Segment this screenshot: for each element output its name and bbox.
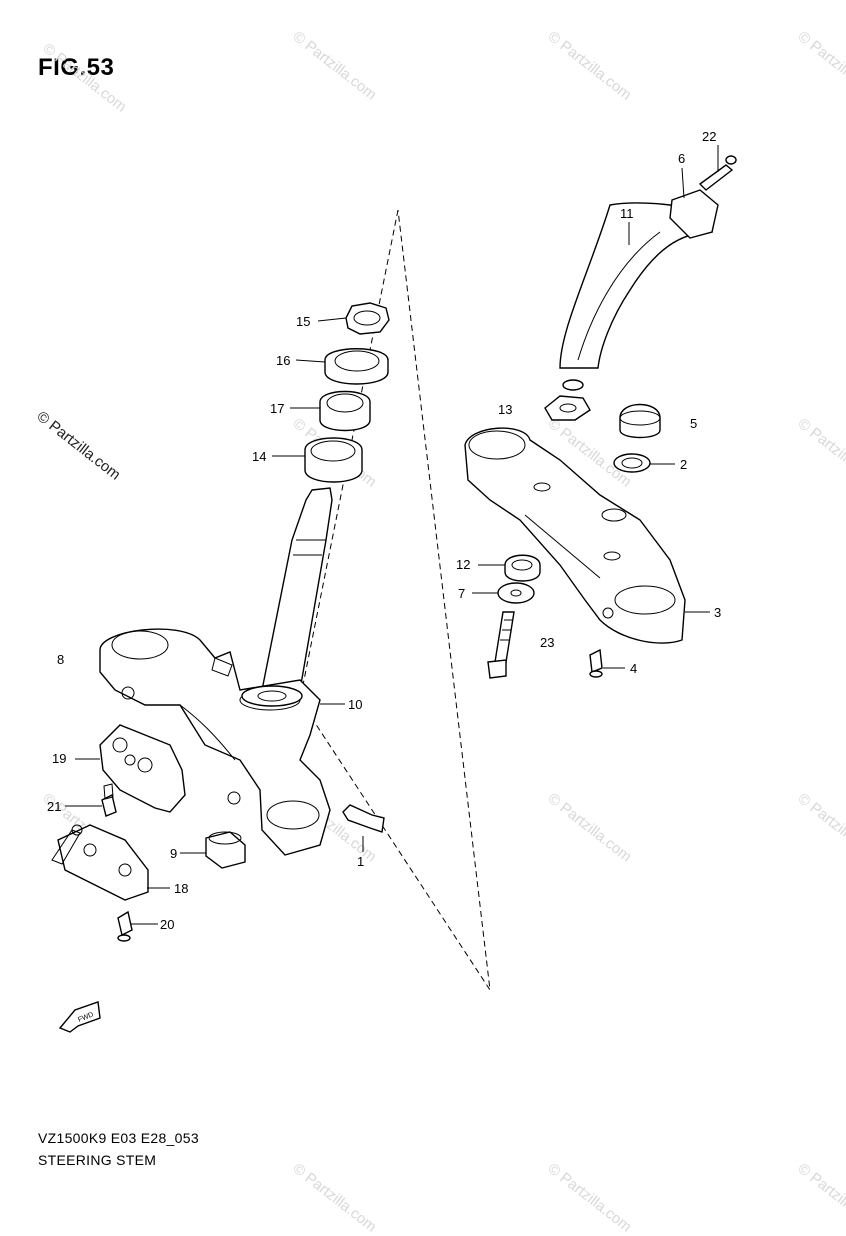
callout-17: 17	[270, 401, 284, 416]
part-22-screw	[698, 155, 737, 191]
part-washer-small	[562, 379, 584, 391]
callout-23: 23	[540, 635, 554, 650]
callout-9: 9	[170, 846, 177, 861]
callout-3: 3	[714, 605, 721, 620]
part-1-bolt	[342, 804, 385, 833]
part-7-washer	[497, 582, 535, 604]
part-5-cap	[619, 403, 661, 439]
part-21-bolt	[101, 783, 117, 817]
part-16-dust-seal	[324, 348, 389, 385]
part-13-lock-washer	[544, 395, 591, 421]
callout-16: 16	[276, 353, 290, 368]
part-20-bolt	[117, 910, 133, 942]
part-17-bearing-upper	[319, 390, 371, 432]
assembly-guide-line	[299, 209, 491, 991]
callout-19: 19	[52, 751, 66, 766]
callout-8: 8	[57, 652, 64, 667]
part-14-bearing-lower	[304, 437, 363, 483]
callout-21: 21	[47, 799, 61, 814]
callout-4: 4	[630, 661, 637, 676]
part-6-cover-clamp	[669, 189, 719, 239]
callout-2: 2	[680, 457, 687, 472]
part-3-upper-bracket	[464, 427, 686, 644]
part-15-stem-nut	[345, 302, 390, 335]
callout-11: 11	[620, 206, 634, 221]
part-10-washer	[241, 685, 303, 707]
part-19-handlebar-holder-lower	[99, 724, 186, 813]
figure-title: FIG.53	[38, 54, 115, 81]
callout-20: 20	[160, 917, 174, 932]
callout-1: 1	[357, 854, 364, 869]
part-18-cable-guide	[51, 824, 149, 901]
callout-13: 13	[498, 402, 512, 417]
model-code: VZ1500K9 E03 E28_053	[38, 1130, 199, 1146]
callout-6: 6	[678, 151, 685, 166]
part-2-washer	[613, 453, 651, 473]
part-9-bushing	[205, 831, 246, 869]
section-title: STEERING STEM	[38, 1152, 157, 1168]
part-12-washer	[504, 554, 541, 582]
part-8-steering-stem-lower-bracket	[99, 487, 333, 856]
fwd-arrow-icon: FWD	[58, 1001, 101, 1033]
callout-15: 15	[296, 314, 310, 329]
callout-22: 22	[702, 129, 716, 144]
part-23-bolt	[487, 611, 515, 679]
callout-5: 5	[690, 416, 697, 431]
callout-14: 14	[252, 449, 266, 464]
callout-18: 18	[174, 881, 188, 896]
callout-10: 10	[348, 697, 362, 712]
exploded-parts-diagram: FWD 1 2 3 4 5 6 7 8 9 10 11 12 13 14 15 …	[47, 129, 737, 1033]
callout-12: 12	[456, 557, 470, 572]
callout-7: 7	[458, 586, 465, 601]
part-4-bolt	[589, 648, 603, 678]
